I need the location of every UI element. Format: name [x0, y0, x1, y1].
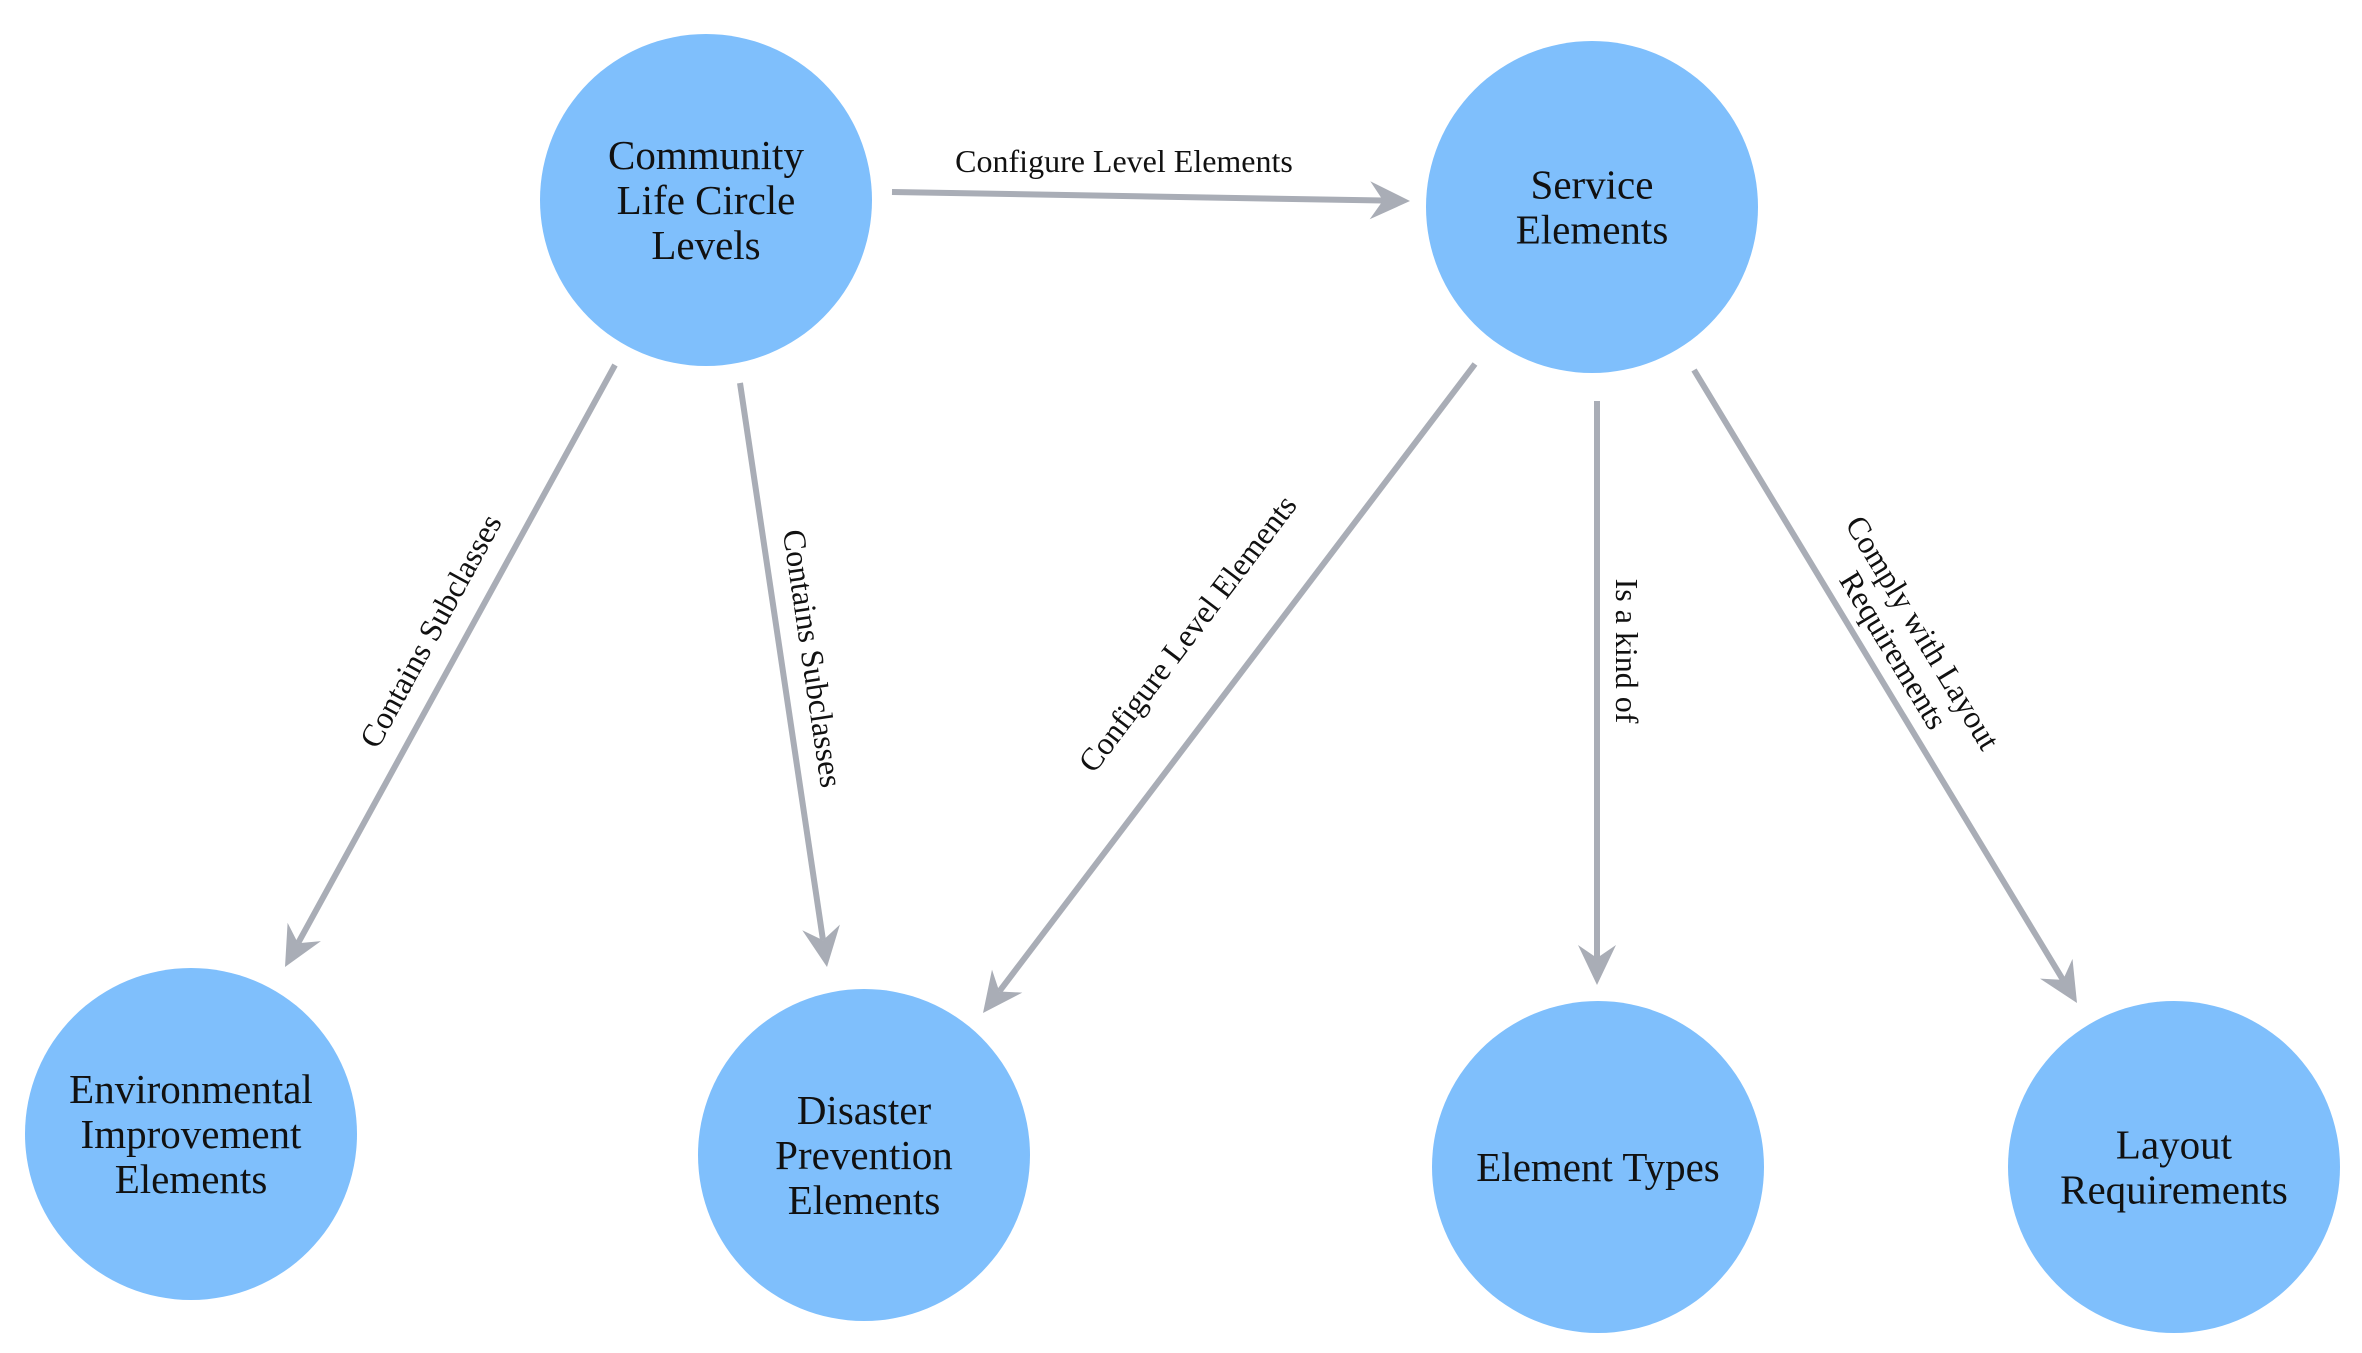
edge-community-to-environmental: Contains Subclasses: [285, 363, 618, 967]
node-label-line: Layout: [2116, 1122, 2233, 1168]
node-label-line: Requirements: [2060, 1167, 2288, 1213]
edge-service-to-disaster: Configure Level Elements: [983, 362, 1478, 1013]
node-circle[interactable]: [25, 968, 357, 1300]
arrowhead-icon: [802, 924, 840, 967]
node-types[interactable]: Element Types: [1432, 1001, 1764, 1333]
arrowhead-icon: [2040, 958, 2077, 1003]
node-circle[interactable]: [698, 989, 1030, 1321]
edge-label-line: Configure Level Elements: [955, 143, 1293, 179]
arrowhead-icon: [1369, 181, 1410, 220]
edge-line: [737, 382, 826, 941]
edge-line: [295, 363, 618, 945]
edge-community-to-disaster: Contains Subclasses: [737, 382, 850, 967]
node-label-line: Community: [608, 132, 804, 178]
node-circle[interactable]: [1426, 41, 1758, 373]
node-label-line: Environmental: [69, 1066, 313, 1112]
node-label-line: Elements: [788, 1177, 941, 1223]
arrowhead-icon: [1578, 945, 1616, 985]
arrowhead-icon: [285, 922, 321, 967]
node-circle[interactable]: [540, 34, 872, 366]
node-label-line: Life Circle: [617, 177, 796, 223]
node-label: Element Types: [1476, 1144, 1719, 1190]
edge-service-to-layout: Comply with LayoutRequirements: [1691, 368, 2077, 1003]
edge-label: Configure Level Elements: [955, 143, 1293, 179]
edge-label: Contains Subclasses: [776, 527, 850, 790]
node-label-line: Improvement: [81, 1111, 302, 1157]
edge-label: Contains Subclasses: [352, 508, 509, 754]
edge-line: [891, 189, 1384, 204]
node-label-line: Element Types: [1476, 1144, 1719, 1190]
edge-label-line: Contains Subclasses: [352, 508, 509, 754]
node-label-line: Service: [1531, 162, 1654, 208]
node-circle[interactable]: [1432, 1001, 1764, 1333]
node-label-line: Levels: [651, 222, 760, 268]
edge-service-to-types: Is a kind of: [1578, 401, 1645, 985]
edge-community-to-service: Configure Level Elements: [891, 143, 1410, 220]
edge-line: [996, 362, 1478, 994]
node-circle[interactable]: [2008, 1001, 2340, 1333]
node-label-line: Elements: [115, 1156, 268, 1202]
edge-label: Comply with LayoutRequirements: [1809, 509, 2007, 773]
node-label-line: Elements: [1516, 207, 1669, 253]
edge-label-line: Is a kind of: [1609, 579, 1645, 724]
node-label-line: Prevention: [775, 1132, 953, 1178]
edge-line: [1691, 368, 2066, 982]
node-label-line: Disaster: [797, 1087, 932, 1133]
edge-label: Is a kind of: [1609, 579, 1645, 724]
arrowhead-icon: [983, 969, 1023, 1013]
edge-label-line: Contains Subclasses: [776, 527, 850, 790]
